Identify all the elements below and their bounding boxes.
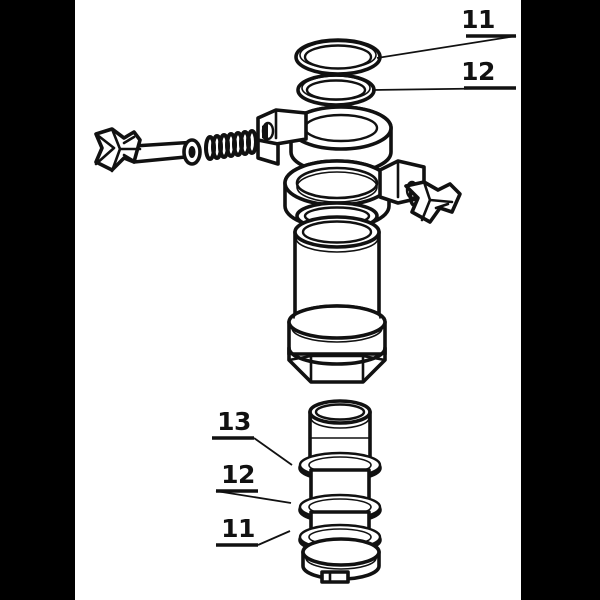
callout-layer: 11 12 13 12 11 bbox=[212, 5, 517, 547]
right-margin-bar bbox=[521, 0, 600, 600]
callout-13-bottom-label: 13 bbox=[217, 407, 251, 436]
callout-12-top-label: 12 bbox=[461, 57, 495, 86]
part-o-ring-upper bbox=[294, 38, 382, 76]
part-hex-nut-base bbox=[287, 346, 387, 384]
part-stem-base-flange bbox=[301, 537, 381, 584]
callout-11-bottom-label: 11 bbox=[221, 514, 255, 543]
left-margin-bar bbox=[0, 0, 75, 600]
callout-11-top-label: 11 bbox=[461, 5, 495, 34]
part-collar bbox=[287, 304, 387, 356]
part-o-ring-lower bbox=[296, 73, 376, 107]
part-body-tube bbox=[293, 201, 381, 318]
part-wing-screw bbox=[94, 127, 198, 173]
part-compression-spring bbox=[204, 129, 258, 161]
leader-callout-13-bottom bbox=[253, 437, 293, 466]
leader-callout-12-bottom bbox=[215, 490, 292, 504]
part-flat-washer bbox=[182, 138, 202, 166]
callout-12-bottom-label: 12 bbox=[221, 460, 255, 489]
leader-callout-11-bottom bbox=[257, 530, 291, 546]
part-wing-nut-right bbox=[404, 180, 462, 224]
leader-callout-11-top bbox=[376, 35, 517, 59]
